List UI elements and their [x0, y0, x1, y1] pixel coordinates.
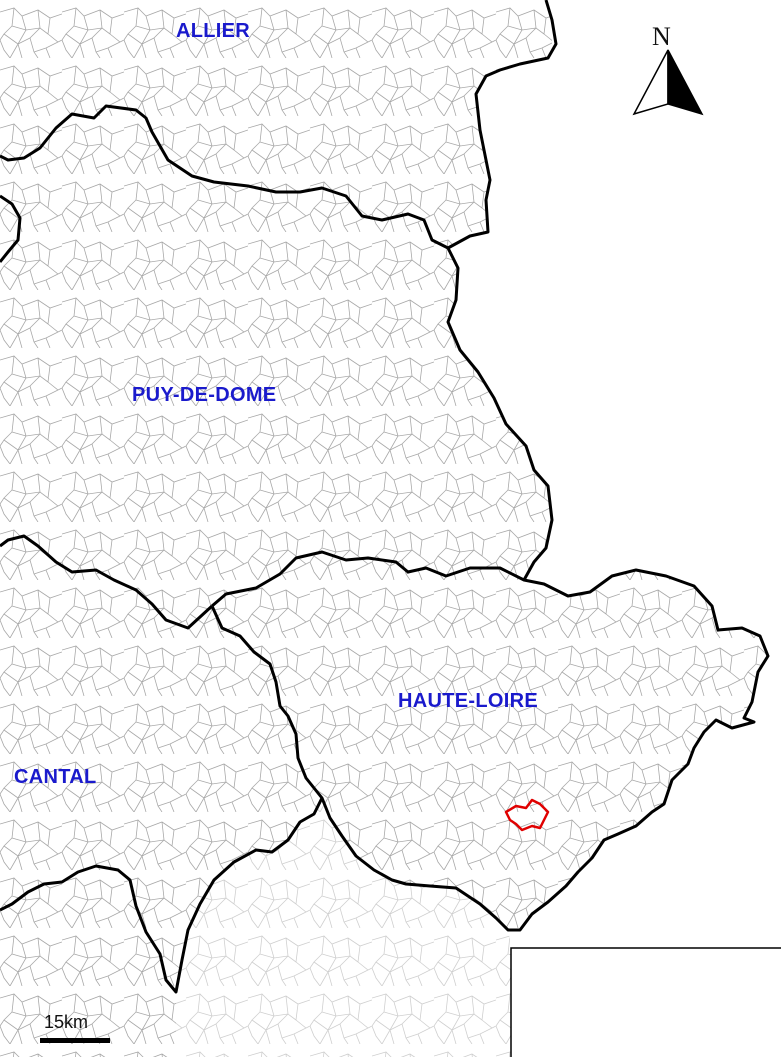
haute-loire-area	[212, 552, 768, 930]
scale-bar	[40, 1038, 110, 1043]
southwest-area	[0, 866, 176, 1057]
west-edge-border	[0, 194, 22, 263]
label-puy-de-dome: PUY-DE-DOME	[132, 384, 277, 406]
department-borders	[0, 0, 770, 994]
puy-de-dome-area	[0, 106, 552, 628]
allier-east-border	[447, 0, 558, 250]
scale-bar-label: 15km	[44, 1012, 89, 1032]
allier-area	[0, 0, 560, 248]
highlighted-commune	[504, 798, 550, 832]
puy-de-dome-south-border	[0, 534, 214, 630]
label-allier: ALLIER	[176, 20, 251, 42]
north-arrow-right-icon	[667, 49, 704, 116]
label-haute-loire: HAUTE-LOIRE	[398, 690, 538, 712]
allier-puy-de-dome-border	[0, 104, 449, 250]
label-cantal: CANTAL	[14, 766, 97, 788]
south-area	[176, 798, 512, 1057]
cantal-area	[0, 536, 322, 992]
north-arrow	[632, 49, 704, 116]
north-letter: N	[652, 22, 671, 51]
haute-loire-border	[210, 550, 770, 932]
puy-de-dome-east-border	[446, 247, 554, 581]
inset-map-frame	[510, 947, 781, 1057]
north-arrow-left-icon	[632, 49, 669, 116]
cantal-east-border	[0, 797, 324, 994]
